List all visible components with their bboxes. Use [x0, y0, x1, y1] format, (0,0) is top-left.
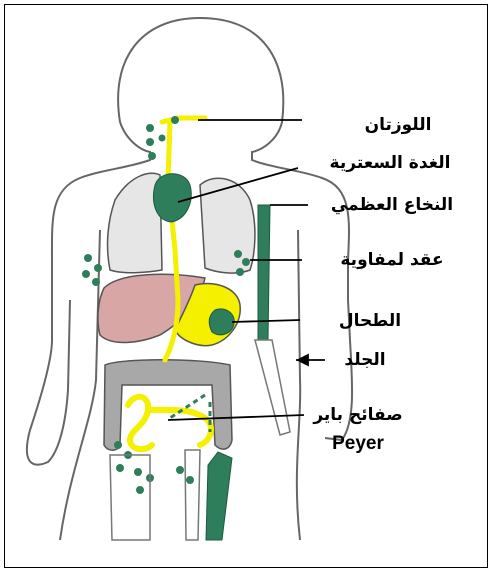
small-intestine — [128, 397, 211, 449]
large-intestine — [104, 360, 232, 451]
lymph-nodes-label: عقد لمفاوية — [340, 250, 443, 270]
peyer-arabic-label: صفائح باير — [312, 405, 402, 425]
spleen-label: الطحال — [339, 311, 401, 331]
thymus-organ — [154, 174, 192, 222]
leg-bones — [110, 450, 232, 540]
tonsils-label: اللوزتان — [365, 115, 432, 135]
peyer-latin-label: Peyer — [332, 433, 384, 454]
skin-label: الجلد — [344, 350, 385, 370]
groin-lymph-nodes — [114, 441, 194, 494]
bone-marrow-label: النخاع العظمي — [331, 195, 453, 215]
spleen-organ — [209, 309, 234, 335]
organ-labels: اللوزتان الغدة السعترية النخاع العظمي عق… — [312, 115, 453, 454]
thymus-label: الغدة السعترية — [330, 153, 451, 173]
